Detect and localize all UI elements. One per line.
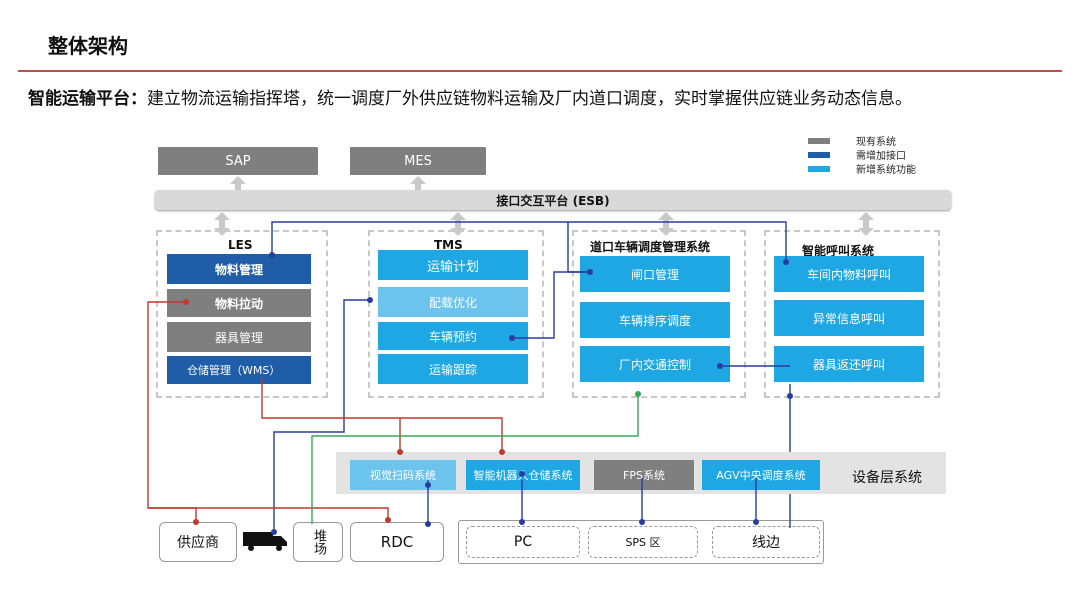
tms-transport-plan: 运输计划	[378, 250, 528, 280]
description: 智能运输平台：建立物流运输指挥塔，统一调度厂外供应链物料运输及厂内道口调度，实时…	[28, 84, 912, 109]
description-label: 智能运输平台：	[28, 89, 147, 109]
legend-interface: 需增加接口	[856, 151, 906, 162]
les-material-management: 物料管理	[167, 254, 311, 284]
pc-box: PC	[466, 526, 580, 558]
green-dot	[635, 391, 641, 397]
legend-new: 新增系统功能	[856, 165, 916, 176]
legend-swatch-interface	[808, 152, 830, 158]
title-divider	[18, 70, 1062, 72]
device-layer-label: 设备层系统	[852, 470, 922, 486]
esb-platform: 接口交互平台 (ESB)	[155, 190, 951, 210]
gate-traffic-control: 厂内交通控制	[580, 346, 730, 382]
tms-title: TMS	[434, 238, 463, 252]
device-vision-scan: 视觉扫码系统	[350, 460, 456, 490]
device-agv-dispatch: AGV中央调度系统	[702, 460, 820, 490]
esb-arrows	[214, 176, 874, 236]
sap-system: SAP	[158, 147, 318, 175]
blue-dots	[269, 252, 793, 535]
device-fps: FPS系统	[594, 460, 694, 490]
tms-vehicle-booking: 车辆预约	[378, 322, 528, 350]
call-equipment-return: 器具返还呼叫	[774, 346, 924, 382]
legend-swatch-existing	[808, 138, 830, 144]
tms-transport-tracking: 运输跟踪	[378, 354, 528, 384]
mes-system: MES	[350, 147, 486, 175]
gate-management: 闸口管理	[580, 256, 730, 292]
legend-swatch-new	[808, 166, 830, 172]
les-title: LES	[228, 238, 253, 252]
call-workshop-material: 车间内物料呼叫	[774, 256, 924, 292]
truck-icon	[243, 530, 289, 551]
blue-connectors	[271, 221, 791, 532]
call-exception-info: 异常信息呼叫	[774, 300, 924, 336]
gate-title: 道口车辆调度管理系统	[590, 240, 711, 254]
tms-load-optimization: 配载优化	[378, 287, 528, 317]
supplier-box: 供应商	[159, 522, 237, 562]
rdc-box: RDC	[350, 522, 444, 562]
les-material-pull: 物料拉动	[167, 289, 311, 317]
line-side-box: 线边	[712, 526, 820, 558]
red-dots	[183, 299, 505, 525]
les-wms: 仓储管理（WMS）	[167, 356, 311, 384]
green-connector	[311, 394, 639, 524]
yard-label: 堆场	[311, 529, 326, 555]
page-title: 整体架构	[48, 34, 128, 58]
gate-vehicle-scheduling: 车辆排序调度	[580, 302, 730, 338]
les-equipment-management: 器具管理	[167, 322, 311, 352]
legend-existing: 现有系统	[856, 137, 896, 148]
call-title: 智能呼叫系统	[802, 244, 875, 258]
description-text: 建立物流运输指挥塔，统一调度厂外供应链物料运输及厂内道口调度，实时掌握供应链业务…	[147, 89, 912, 109]
yard-box: 堆场	[293, 522, 343, 562]
red-connectors	[147, 301, 503, 522]
sps-area-box: SPS 区	[588, 526, 698, 558]
